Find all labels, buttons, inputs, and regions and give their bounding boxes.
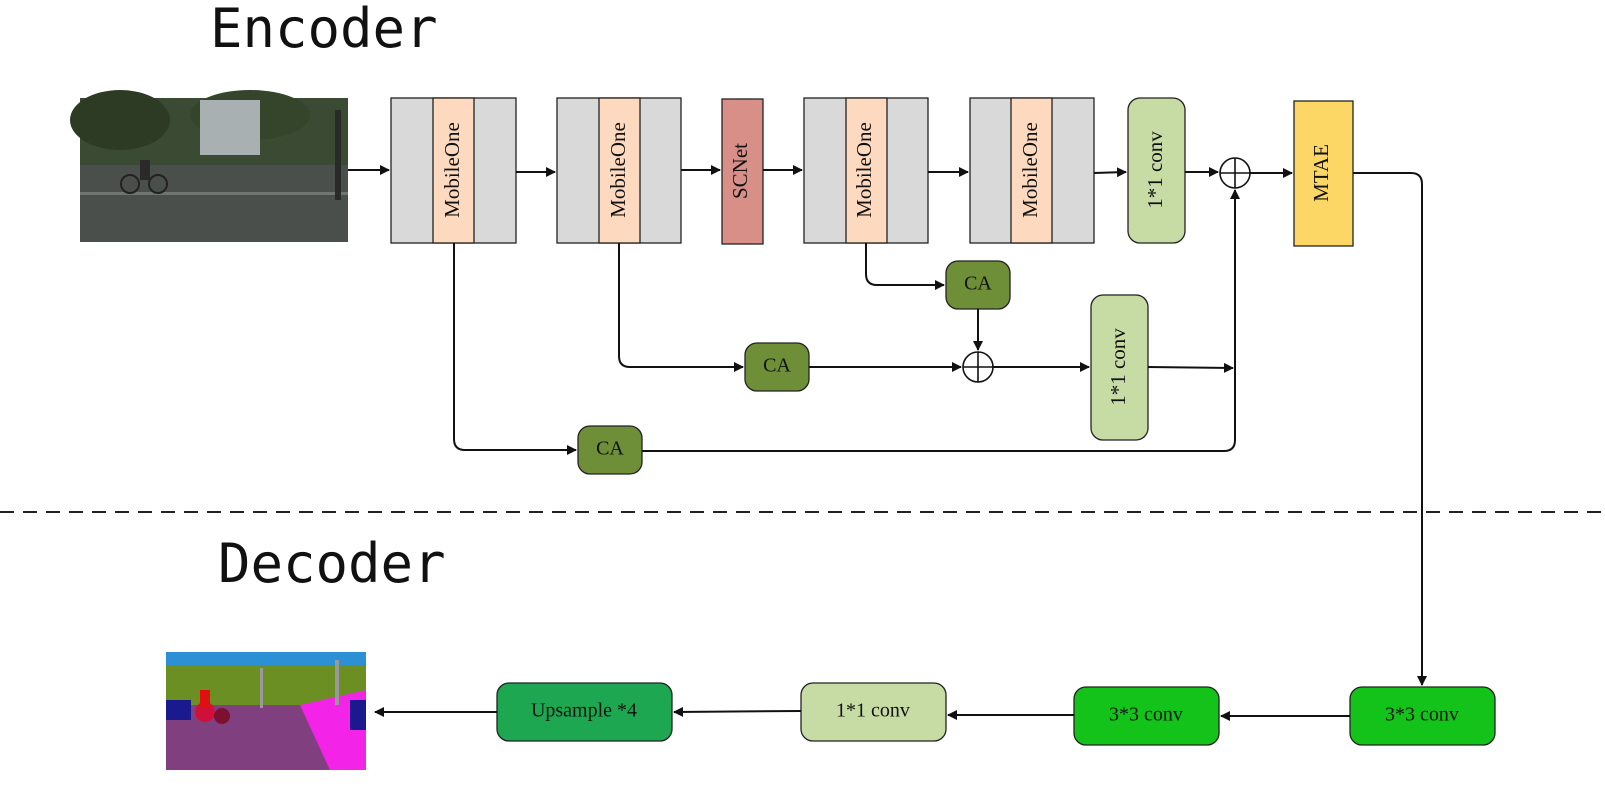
mobileone-block-4: MobileOne <box>969 97 1095 244</box>
scnet-block: SCNet <box>721 98 764 245</box>
output-segmentation-image <box>166 652 366 770</box>
arrow-mtae-to-decoder <box>1353 172 1427 686</box>
encoder-conv1x1-middle: 1*1 conv <box>1090 294 1149 441</box>
decoder-conv3x3-left-label: 3*3 conv <box>1109 704 1183 726</box>
mobileone-label-1: MobileOne <box>440 122 464 218</box>
decoder-upsample: Upsample *4 <box>496 682 673 742</box>
connections <box>348 165 1427 721</box>
decoder-conv3x3-right-label: 3*3 conv <box>1385 704 1459 726</box>
decoder-upsample-label: Upsample *4 <box>531 700 637 722</box>
decoder-title: Decoder <box>218 532 446 595</box>
mtae-label: MTAE <box>1309 144 1333 202</box>
mobileone-block-1: MobileOne <box>390 97 517 244</box>
ca-label-bottom: CA <box>596 438 624 460</box>
decoder-conv3x3-left: 3*3 conv <box>1073 686 1220 746</box>
decoder-conv1x1-label: 1*1 conv <box>836 700 910 722</box>
arrow-mobileone1-to-ca <box>453 243 577 455</box>
decoder-conv1x1: 1*1 conv <box>800 682 947 742</box>
encoder-title: Encoder <box>210 0 438 60</box>
arrow-mobileone4-to-conv <box>1093 167 1127 178</box>
mobileone-label-2: MobileOne <box>606 122 630 218</box>
arrow-ca-bottom-to-sum-top <box>642 189 1240 452</box>
encoder-conv1x1-top-label: 1*1 conv <box>1143 131 1167 209</box>
mobileone-block-3: MobileOne <box>803 97 929 244</box>
encoder-conv1x1-middle-label: 1*1 conv <box>1106 328 1130 406</box>
mobileone-block-2: MobileOne <box>556 97 682 244</box>
mtae-block: MTAE <box>1293 100 1354 247</box>
scnet-label: SCNet <box>728 143 752 199</box>
arrow-conv-middle-to-branch <box>1147 362 1234 373</box>
arrow-mobileone2-to-ca <box>618 243 744 372</box>
ca-block-bottom: CA <box>577 425 643 475</box>
decoder-conv3x3-right: 3*3 conv <box>1349 686 1496 746</box>
ca-block-top: CA <box>945 260 1011 310</box>
sum-node-top <box>1219 157 1251 189</box>
mobileone-label-4: MobileOne <box>1018 122 1042 218</box>
arrow-mobileone3-to-ca <box>865 243 945 290</box>
ca-block-middle: CA <box>744 342 810 392</box>
arrow-conv1x1-to-upsample <box>673 706 802 717</box>
ca-label-top: CA <box>964 273 992 295</box>
input-street-image <box>70 90 348 242</box>
mobileone-label-3: MobileOne <box>852 122 876 218</box>
ca-label-middle: CA <box>763 355 791 377</box>
sum-node-middle <box>962 351 994 383</box>
encoder-conv1x1-top: 1*1 conv <box>1127 97 1186 244</box>
